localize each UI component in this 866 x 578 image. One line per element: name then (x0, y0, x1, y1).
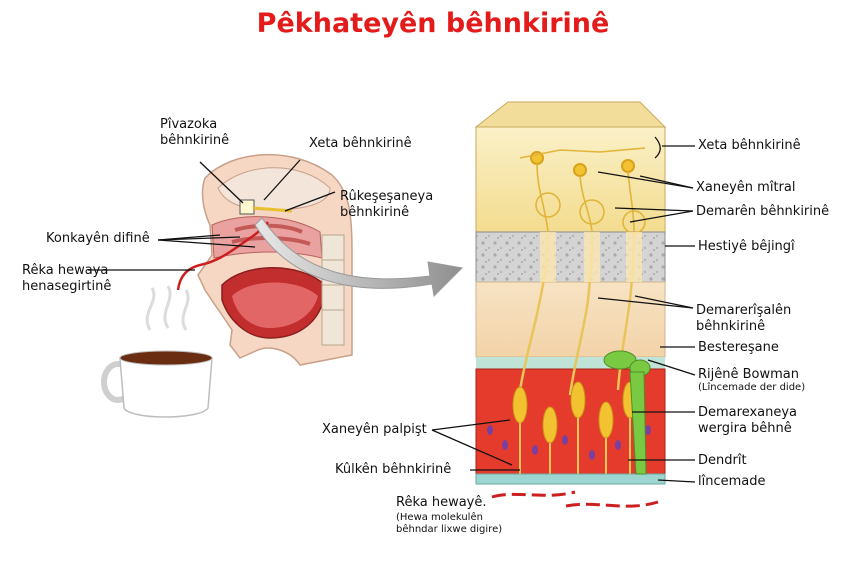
label-nasal-conchae: Konkayên difinê (46, 231, 150, 246)
label-rukese-line2: bêhnkirinê (340, 205, 410, 220)
tissue-block (474, 101, 667, 485)
label-demarerisalen-line1: Demarerîşalên (696, 303, 792, 318)
label-dendrite: Dendrît (698, 453, 747, 468)
label-air-note-line2: bêhndar lixwe digire) (396, 524, 503, 535)
label-olfactory-glomeruli: Demarên bêhnkirinê (696, 204, 830, 219)
label-cribriform-plate: Hestiyê bêjingî (698, 239, 795, 254)
label-receptor-cell: Demarexaneya wergira bêhnê (698, 405, 797, 437)
label-connective-tissue: Bestereşane (698, 340, 779, 355)
label-pivazok-line1: Pîvazoka (160, 117, 218, 132)
label-olfactory-epithelium-head: Rûkeşeşaneya bêhnkirinê (340, 189, 433, 221)
page-title: Pêkhateyên bêhnkirinê (256, 8, 610, 39)
label-air-note-line1: (Hewa molekulên (396, 512, 483, 523)
label-olfactory-nerve-fibers: Demarerîşalên bêhnkirinê (696, 303, 791, 335)
label-air-flow-note: (Hewa molekulên bêhndar lixwe digire) (396, 512, 502, 536)
label-rukese-line1: Rûkeşeşaneya (340, 189, 434, 204)
label-reka-line2: henasegirtinê (22, 279, 112, 294)
label-olfactory-tract: Xeta bêhnkirinê (698, 138, 801, 153)
label-bowman-gland-note: (Lîncemade der dide) (698, 382, 806, 393)
label-air-flow: Rêka hewayê. (396, 495, 487, 510)
label-nasal-airway: Rêka hewaya henasegirtinê (22, 263, 111, 295)
label-demarexaneya-line1: Demarexaneya (698, 405, 798, 420)
label-olfactory-tract-head: Xeta bêhnkirinê (309, 136, 412, 151)
label-pivazok-line2: bêhnkirinê (160, 133, 230, 148)
label-mucus: lîncemade (698, 474, 766, 489)
tea-cup (101, 285, 213, 418)
leader-lines (88, 136, 696, 483)
label-olfactory-glands: Kûlkên bêhnkirinê (335, 462, 452, 477)
label-demarerisalen-line2: bêhnkirinê (696, 319, 766, 334)
label-supporting-cells: Xaneyên palpişt (322, 422, 427, 437)
zoom-arrow (254, 217, 464, 298)
head-illustration (176, 153, 353, 366)
label-olfactory-bulb-head: Pîvazoka bêhnkirinê (160, 117, 229, 149)
label-reka-line1: Rêka hewaya (22, 263, 109, 278)
label-bowman-gland: Rijênê Bowman (698, 367, 799, 382)
label-mitral-cells: Xaneyên mîtral (696, 180, 796, 195)
label-demarexaneya-line2: wergira bêhnê (698, 421, 792, 436)
air-flow-arrows (491, 490, 659, 508)
